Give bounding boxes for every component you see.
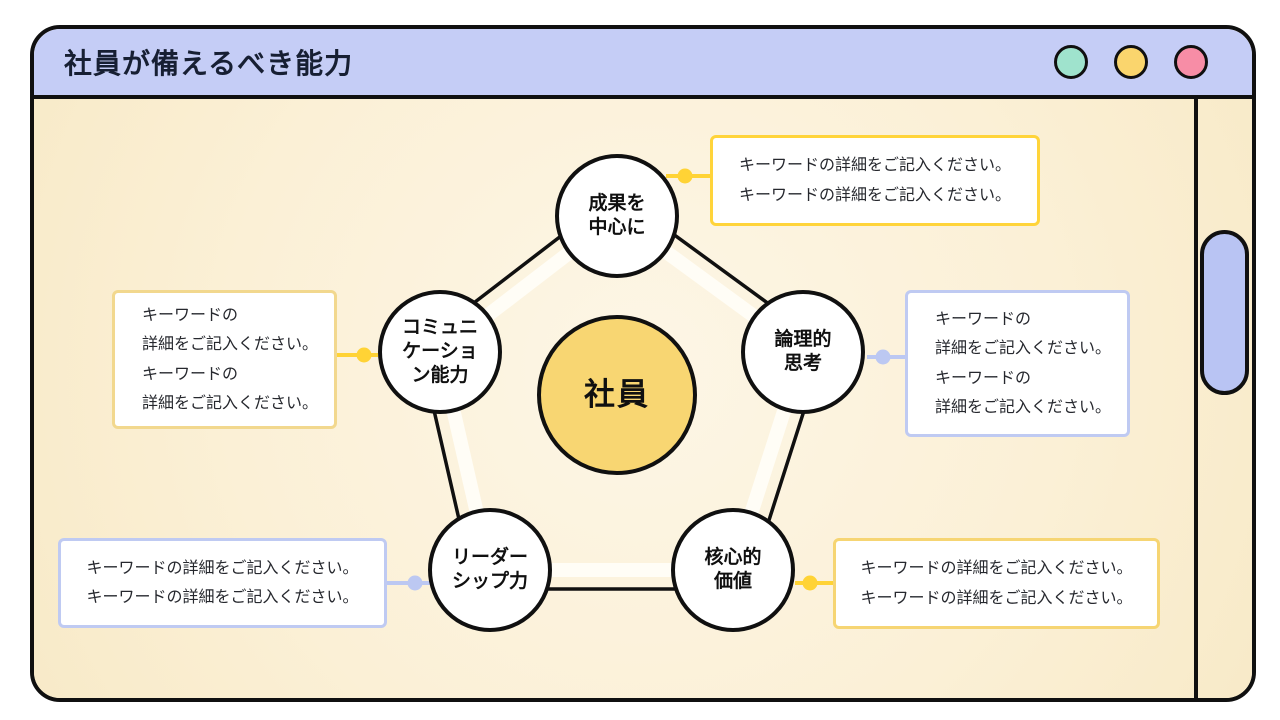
scrollbar-thumb[interactable] bbox=[1200, 230, 1249, 395]
note-core-text: キーワードの詳細をご記入ください。 キーワードの詳細をご記入ください。 bbox=[860, 560, 1133, 607]
connector-results-dot bbox=[677, 168, 693, 184]
connector-core-dot bbox=[802, 575, 818, 591]
note-logic-text: キーワードの 詳細をご記入ください。 キーワードの 詳細をご記入ください。 bbox=[935, 310, 1112, 416]
note-results[interactable]: キーワードの詳細をご記入ください。 キーワードの詳細をご記入ください。 bbox=[710, 135, 1040, 226]
connector-leader-dot bbox=[407, 575, 423, 591]
content-area: 成果を 中心に 論理的 思考 核心的 価値 リーダー シップ力 コミュニ ケーシ… bbox=[34, 99, 1252, 698]
connector-logic-dot bbox=[875, 349, 891, 365]
scrollbar-track[interactable] bbox=[1194, 99, 1252, 698]
titlebar: 社員が備えるべき能力 bbox=[34, 29, 1252, 99]
note-leader[interactable]: キーワードの詳細をご記入ください。 キーワードの詳細をご記入ください。 bbox=[58, 538, 387, 628]
connector-comm-dot bbox=[356, 347, 372, 363]
diagram-canvas: 成果を 中心に 論理的 思考 核心的 価値 リーダー シップ力 コミュニ ケーシ… bbox=[34, 99, 1194, 698]
node-comm-label: コミュニ ケーショ ン能力 bbox=[401, 316, 478, 387]
note-leader-text: キーワードの詳細をご記入ください。 キーワードの詳細をご記入ください。 bbox=[86, 559, 359, 606]
app-window: 社員が備えるべき能力 bbox=[30, 25, 1256, 702]
node-leader-label: リーダー シップ力 bbox=[451, 546, 528, 592]
yellow-dot[interactable] bbox=[1114, 45, 1148, 79]
node-logic-label: 論理的 思考 bbox=[774, 328, 832, 374]
traffic-lights bbox=[1054, 45, 1208, 79]
node-results-label: 成果を 中心に bbox=[588, 192, 646, 238]
node-leader[interactable]: リーダー シップ力 bbox=[428, 508, 552, 632]
note-comm[interactable]: キーワードの 詳細をご記入ください。 キーワードの 詳細をご記入ください。 bbox=[112, 290, 337, 429]
note-results-text: キーワードの詳細をご記入ください。 キーワードの詳細をご記入ください。 bbox=[738, 157, 1011, 204]
window-title: 社員が備えるべき能力 bbox=[64, 48, 354, 79]
note-logic[interactable]: キーワードの 詳細をご記入ください。 キーワードの 詳細をご記入ください。 bbox=[905, 290, 1130, 437]
node-comm[interactable]: コミュニ ケーショ ン能力 bbox=[378, 290, 502, 414]
node-center[interactable]: 社員 bbox=[537, 315, 697, 475]
note-comm-text: キーワードの 詳細をご記入ください。 キーワードの 詳細をご記入ください。 bbox=[142, 306, 319, 412]
note-core[interactable]: キーワードの詳細をご記入ください。 キーワードの詳細をご記入ください。 bbox=[833, 538, 1160, 629]
teal-dot[interactable] bbox=[1054, 45, 1088, 79]
node-core-label: 核心的 価値 bbox=[704, 546, 762, 592]
node-core[interactable]: 核心的 価値 bbox=[671, 508, 795, 632]
node-logic[interactable]: 論理的 思考 bbox=[741, 290, 865, 414]
node-center-label: 社員 bbox=[584, 377, 650, 413]
pink-dot[interactable] bbox=[1174, 45, 1208, 79]
node-results[interactable]: 成果を 中心に bbox=[555, 154, 679, 278]
